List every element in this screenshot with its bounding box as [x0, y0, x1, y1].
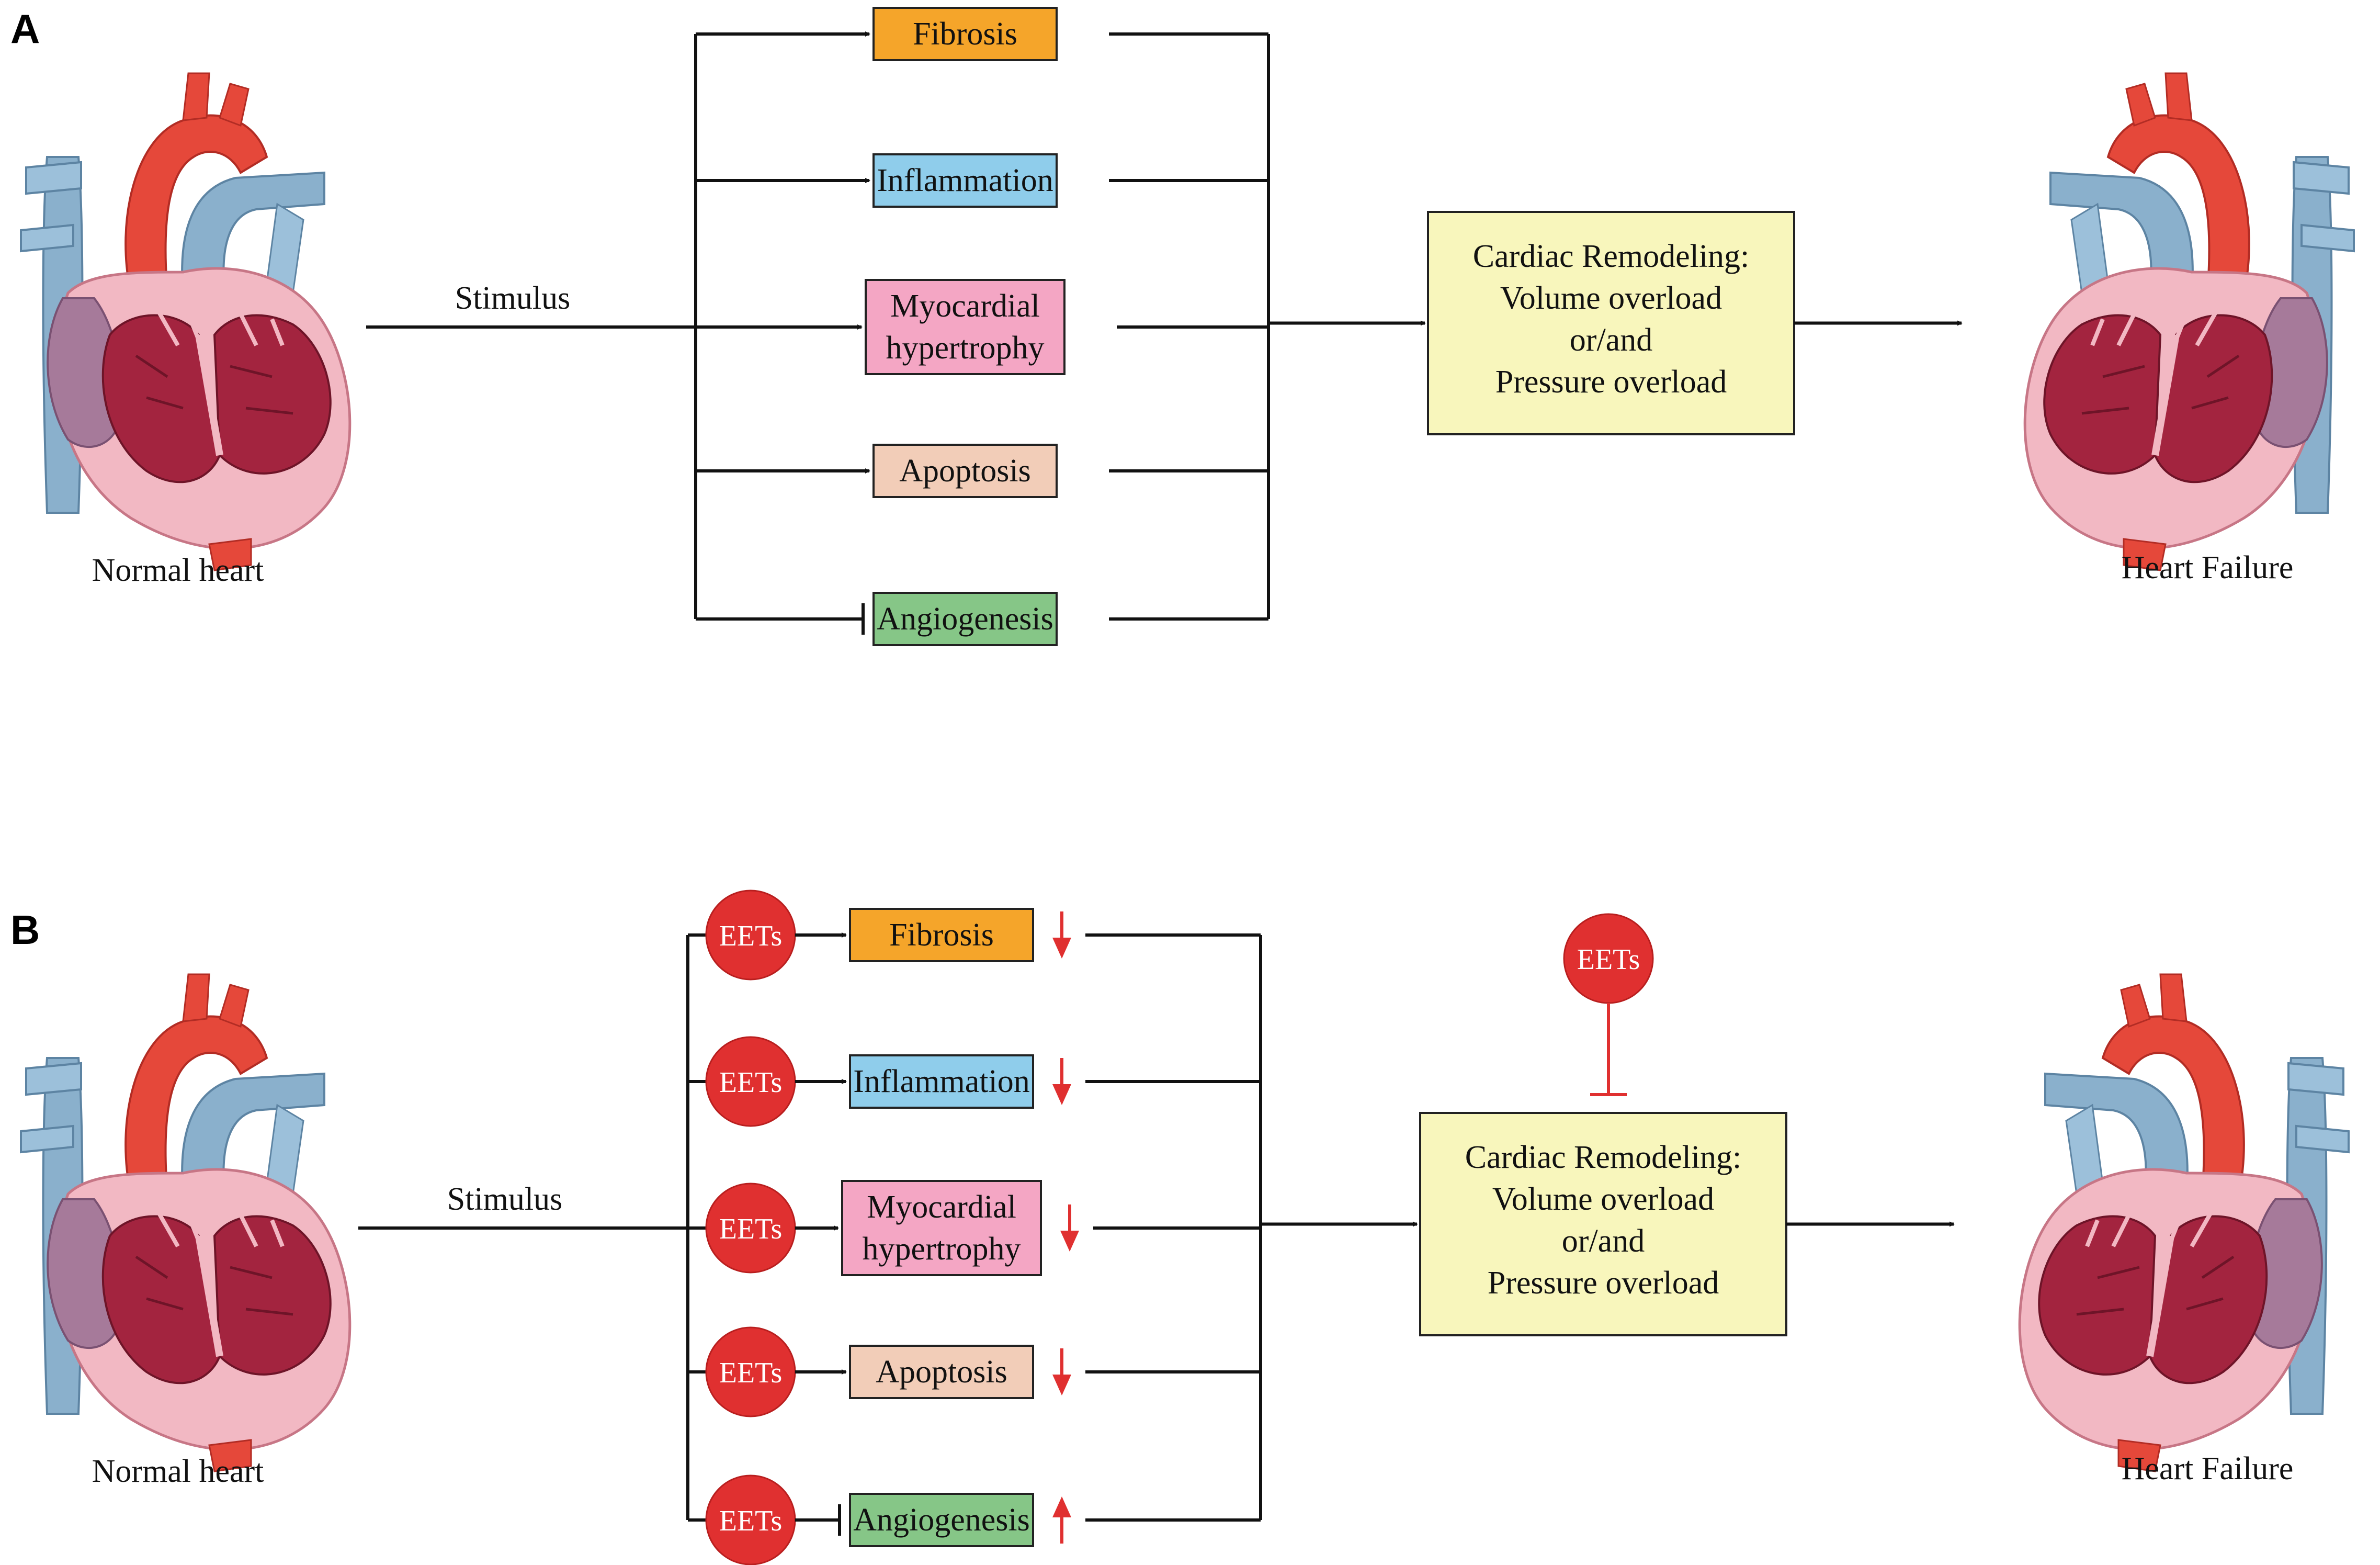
stimulus-label: Stimulus	[455, 280, 571, 316]
pathway-label: hypertrophy	[886, 330, 1044, 366]
pathway-angiogenesis: EETs Angiogenesis	[688, 1474, 1261, 1565]
pathway-angiogenesis: Angiogenesis	[696, 592, 1268, 646]
pathway-myocardial: EETs Myocardial hypertrophy	[688, 1180, 1261, 1276]
remodeling-text: Pressure overload	[1488, 1265, 1719, 1301]
stimulus-label: Stimulus	[447, 1181, 563, 1217]
panel-letter: A	[10, 6, 40, 52]
remodeling-text: Cardiac Remodeling:	[1473, 239, 1750, 274]
pathway-inflammation: EETs Inflammation	[688, 1036, 1261, 1127]
pathway-box	[872, 444, 1058, 498]
pathway-box	[849, 908, 1034, 962]
pathway-fibrosis: Fibrosis	[696, 7, 1268, 61]
heart-failure-label: Heart Failure	[2122, 550, 2294, 586]
remodeling-text: Volume overload	[1500, 280, 1722, 316]
eets-label: EETs	[719, 920, 783, 952]
eets-inhibitor-label: EETs	[1577, 943, 1640, 976]
pathway-box	[849, 1493, 1034, 1547]
decrease-arrow-head	[1052, 1084, 1071, 1105]
pathway-label: Angiogenesis	[877, 601, 1053, 637]
eets-label: EETs	[719, 1357, 783, 1389]
pathway-box	[841, 1180, 1042, 1276]
pathway-label: Myocardial	[867, 1189, 1016, 1225]
normal-heart-image	[21, 974, 350, 1471]
pathway-myocardial: Myocardial hypertrophy	[696, 279, 1268, 375]
pathway-label: Fibrosis	[889, 917, 994, 953]
pathway-apoptosis: EETs Apoptosis	[688, 1326, 1261, 1417]
heart-failure-image	[2025, 73, 2354, 570]
remodeling-text: Pressure overload	[1495, 364, 1727, 400]
remodeling-box	[1419, 1112, 1787, 1336]
decrease-arrow-head	[1052, 938, 1071, 959]
pathway-inflammation: Inflammation	[696, 153, 1268, 208]
pathway-box	[849, 1345, 1034, 1399]
increase-arrow-head	[1052, 1496, 1071, 1517]
remodeling-text: or/and	[1570, 322, 1652, 358]
remodeling-text: Cardiac Remodeling:	[1465, 1140, 1742, 1175]
pathway-label: Myocardial	[890, 288, 1040, 324]
remodeling-text: Volume overload	[1492, 1181, 1714, 1217]
pathway-label: Angiogenesis	[853, 1502, 1030, 1538]
normal-heart-label: Normal heart	[92, 553, 264, 588]
pathway-label: hypertrophy	[862, 1231, 1021, 1267]
pathway-box	[872, 153, 1058, 208]
pathway-apoptosis: Apoptosis	[696, 444, 1268, 498]
remodeling-text: or/and	[1562, 1223, 1645, 1259]
heart-failure-image	[2020, 974, 2349, 1471]
pathway-label: Inflammation	[877, 163, 1053, 198]
eets-label: EETs	[719, 1213, 783, 1245]
pathway-label: Inflammation	[853, 1064, 1029, 1099]
panel-letter: B	[10, 907, 40, 953]
panel-a: A Normal heart Heart Failure Stimulus Fibros…	[10, 6, 2354, 646]
remodeling-box	[1427, 211, 1795, 435]
eets-label: EETs	[719, 1505, 783, 1537]
pathway-box	[872, 592, 1058, 646]
decrease-arrow-head	[1060, 1231, 1079, 1252]
normal-heart-label: Normal heart	[92, 1454, 264, 1489]
pathway-box	[849, 1054, 1034, 1109]
decrease-arrow-head	[1052, 1375, 1071, 1395]
pathway-label: Apoptosis	[876, 1354, 1007, 1390]
pathway-box	[872, 7, 1058, 61]
pathway-box	[865, 279, 1066, 375]
pathway-label: Fibrosis	[913, 16, 1017, 52]
normal-heart-image	[21, 73, 350, 570]
pathway-label: Apoptosis	[899, 453, 1030, 489]
heart-failure-label: Heart Failure	[2122, 1451, 2294, 1487]
eets-label: EETs	[719, 1066, 783, 1099]
pathway-fibrosis: EETs Fibrosis	[688, 890, 1261, 981]
